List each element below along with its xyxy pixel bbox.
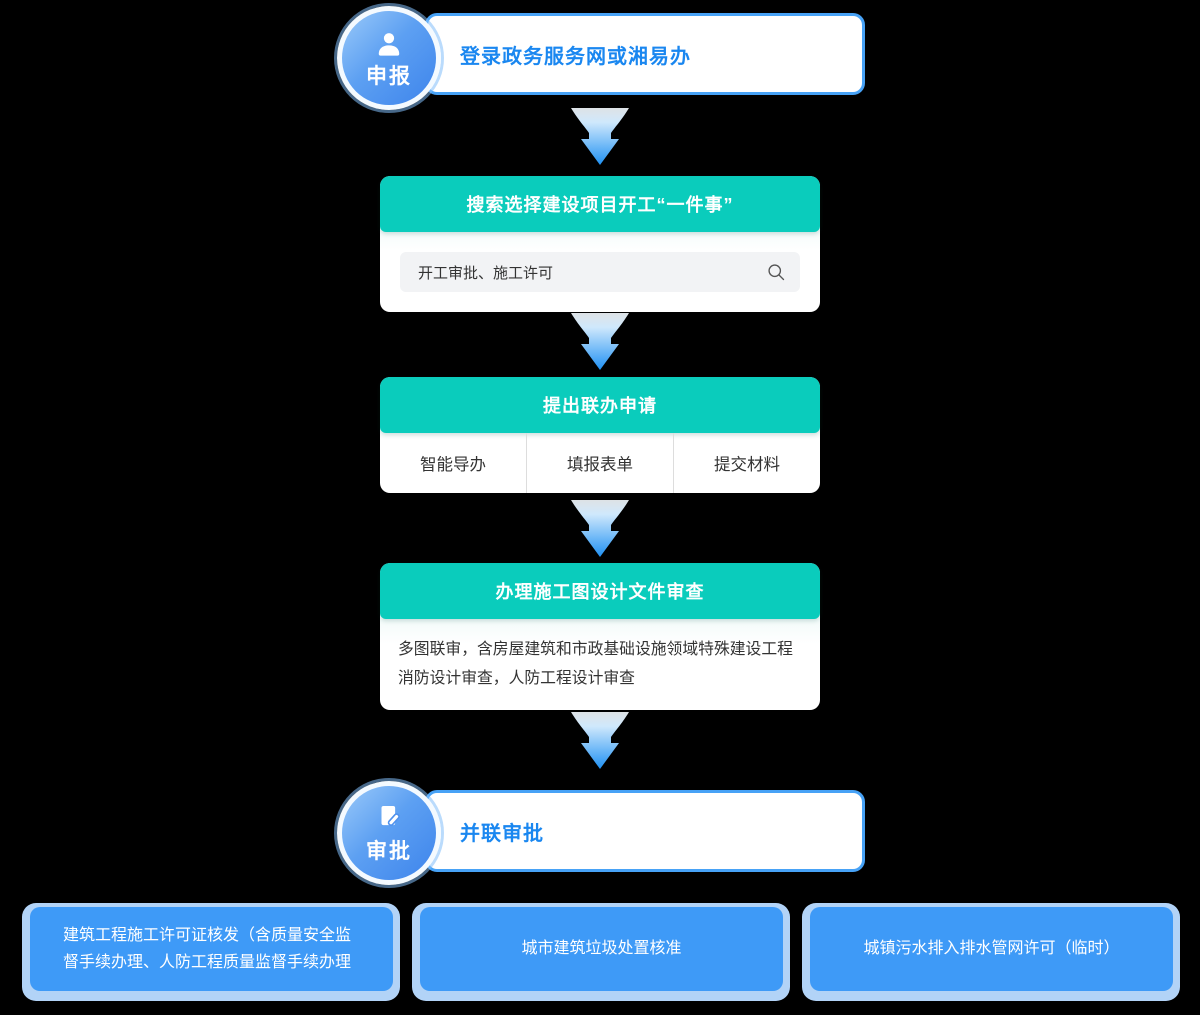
user-icon: [378, 32, 400, 56]
step-search-title-text: 搜索选择建设项目开工“一件事”: [466, 195, 734, 215]
step-apply-card: 提出联办申请 智能导办 填报表单 提交材料: [380, 377, 820, 493]
approve-flow-box: 并联审批: [425, 790, 865, 872]
flow-arrow-down: [571, 313, 629, 370]
search-input[interactable]: [400, 252, 800, 292]
approval-item-label: 建筑工程施工许可证核发（含质量安全监督手续办理、人防工程质量监督手续办理: [30, 907, 393, 991]
option-fill-form: 填报表单: [526, 433, 673, 493]
step-search-title: 搜索选择建设项目开工“一件事”: [380, 176, 820, 232]
declare-box-label: 登录政务服务网或湘易办: [460, 45, 691, 68]
step-review-description: 多图联审，含房屋建筑和市政基础设施领域特殊建设工程消防设计审查，人防工程设计审查: [398, 641, 793, 687]
search-field[interactable]: [400, 252, 800, 292]
declare-flow-box: 登录政务服务网或湘易办: [425, 13, 865, 95]
step-search-body: [380, 232, 820, 312]
step-apply-title-text: 提出联办申请: [543, 396, 657, 416]
search-icon[interactable]: [766, 262, 786, 282]
approval-item-construction-permit[interactable]: 建筑工程施工许可证核发（含质量安全监督手续办理、人防工程质量监督手续办理: [22, 903, 400, 1001]
step-search-card: 搜索选择建设项目开工“一件事”: [380, 176, 820, 312]
step-apply-title: 提出联办申请: [380, 377, 820, 433]
declare-badge: 申报: [337, 6, 441, 110]
approval-item-label: 城镇污水排入排水管网许可（临时）: [810, 907, 1173, 991]
step-review-title: 办理施工图设计文件审查: [380, 563, 820, 619]
option-submit-materials: 提交材料: [673, 433, 820, 493]
approve-box-label: 并联审批: [460, 822, 544, 845]
flow-arrow-down: [571, 712, 629, 769]
step-apply-options: 智能导办 填报表单 提交材料: [380, 433, 820, 493]
document-pen-icon: [381, 805, 400, 826]
declare-badge-label: 申报: [366, 64, 412, 88]
step-review-card: 办理施工图设计文件审查 多图联审，含房屋建筑和市政基础设施领域特殊建设工程消防设…: [380, 563, 820, 710]
approve-badge-label: 审批: [366, 839, 412, 863]
step-review-title-text: 办理施工图设计文件审查: [495, 582, 705, 602]
flow-arrow-down: [571, 108, 629, 165]
option-smart-guide: 智能导办: [420, 456, 486, 474]
flow-arrow-down: [571, 500, 629, 557]
approval-item-sewage-permit[interactable]: 城镇污水排入排水管网许可（临时）: [802, 903, 1180, 1001]
approval-item-label: 城市建筑垃圾处置核准: [420, 907, 783, 991]
approval-item-construction-waste[interactable]: 城市建筑垃圾处置核准: [412, 903, 790, 1001]
approve-badge: 审批: [337, 781, 441, 885]
